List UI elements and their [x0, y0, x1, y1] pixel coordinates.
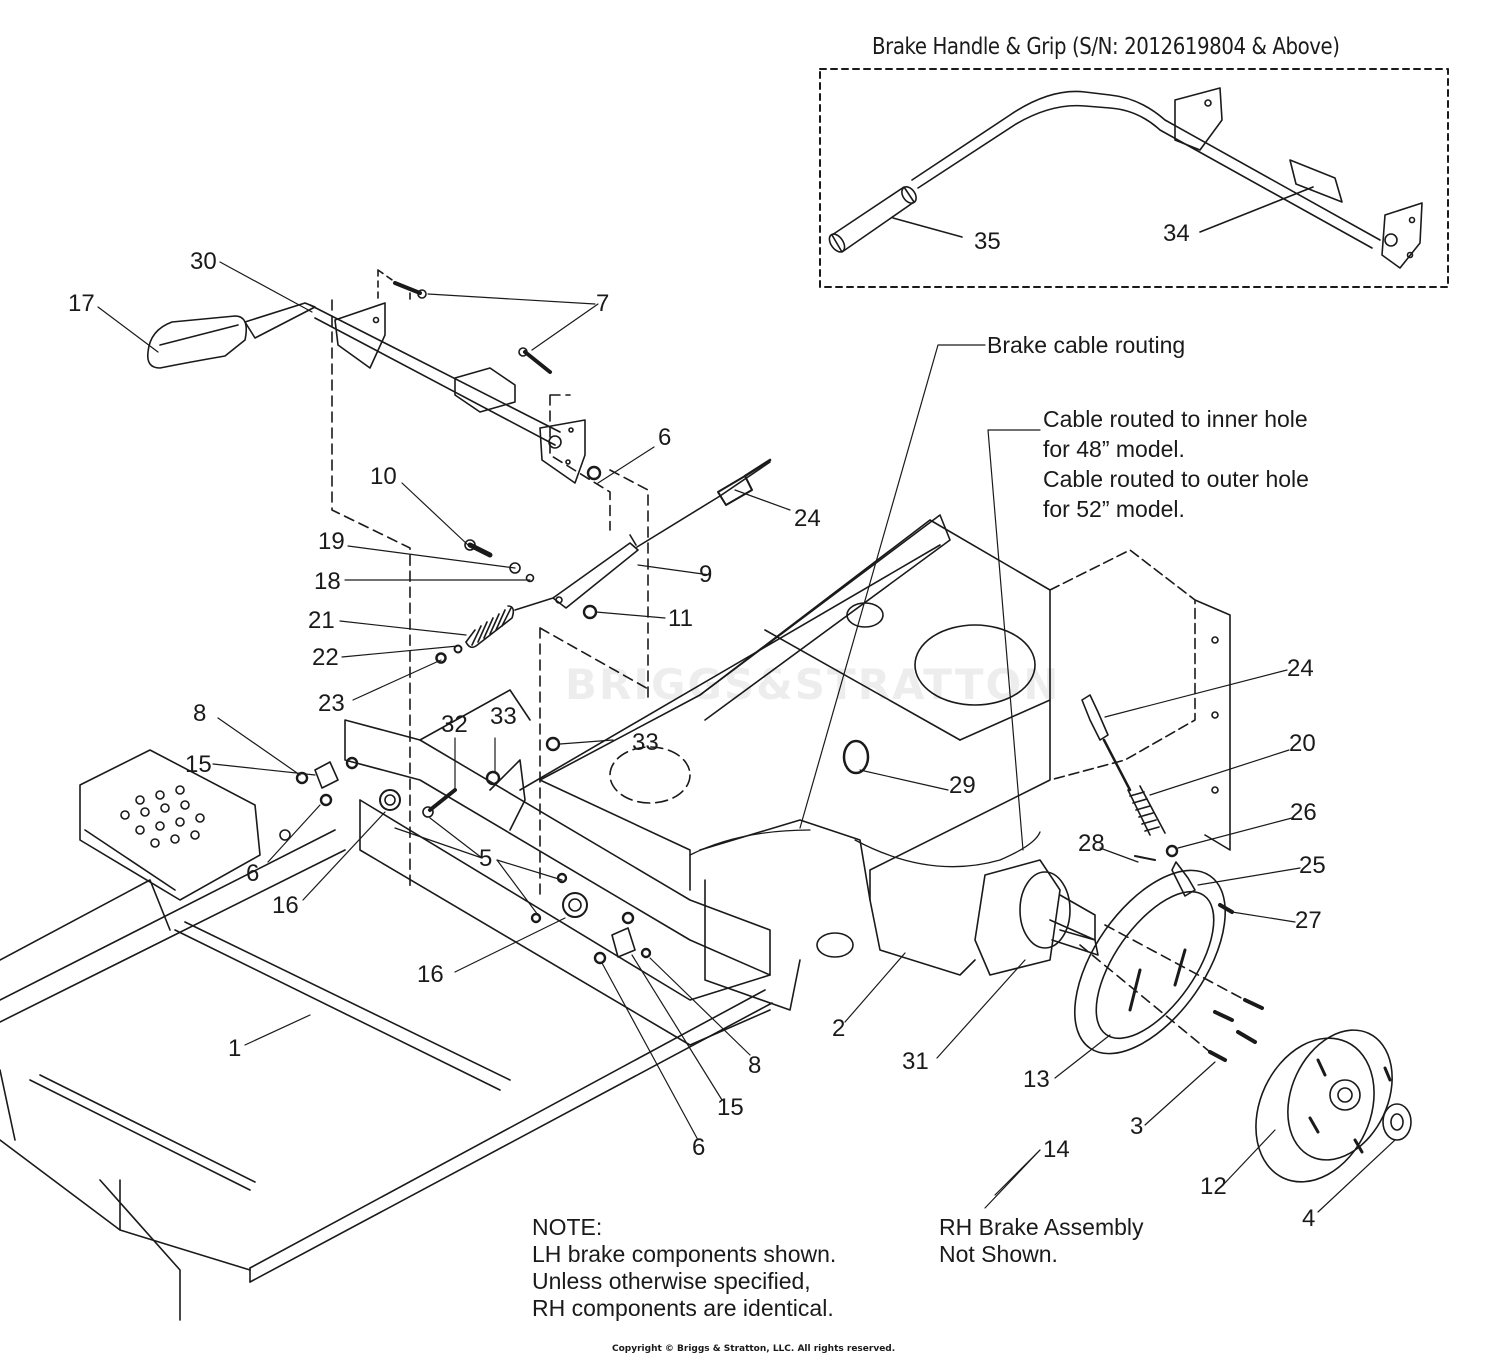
callout-26: 26	[1290, 799, 1317, 826]
link-9	[552, 542, 639, 609]
callout-6-left: 6	[246, 860, 260, 887]
grip-17	[146, 315, 248, 369]
callout-10: 10	[370, 463, 397, 490]
callout-6-bottom: 6	[692, 1134, 706, 1161]
callout-29: 29	[949, 772, 976, 799]
inset-dashed-border	[819, 68, 1449, 288]
callout-33-left: 33	[490, 703, 517, 730]
callout-13: 13	[1023, 1066, 1050, 1093]
callout-31: 31	[902, 1048, 929, 1075]
brake-handle-34	[911, 87, 1423, 269]
callout-16-left: 16	[272, 892, 299, 919]
callout-15-right: 15	[717, 1094, 744, 1121]
brake-lever-assembly	[146, 269, 651, 901]
callout-11: 11	[668, 605, 693, 632]
callout-6-top: 6	[658, 424, 672, 451]
leader-34	[1199, 186, 1314, 233]
cable-routing-note: Cable routed to inner hole for 48” model…	[1043, 404, 1309, 524]
pivot-hardware	[279, 736, 652, 965]
callout-3: 3	[1130, 1113, 1144, 1140]
inset-title: Brake Handle & Grip (S/N: 2012619804 & A…	[872, 34, 1340, 60]
callout-7: 7	[596, 290, 610, 317]
callout-12: 12	[1200, 1173, 1227, 1200]
callout-34: 34	[1163, 220, 1190, 247]
copyright: Copyright © Briggs & Stratton, LLC. All …	[612, 1344, 896, 1354]
callout-8-right: 8	[748, 1052, 762, 1079]
cable-note-line: Cable routed to inner hole	[1043, 406, 1308, 432]
callout-4: 4	[1302, 1205, 1316, 1232]
callout-8-left: 8	[193, 700, 207, 727]
brake-assembly	[1049, 694, 1412, 1183]
cable-end-24	[1081, 694, 1109, 741]
callout-2: 2	[832, 1015, 846, 1042]
cable-note-line: Cable routed to outer hole	[1043, 466, 1309, 492]
callout-33-right: 33	[632, 729, 659, 756]
brake-linkage	[435, 458, 772, 664]
callout-32: 32	[441, 711, 468, 738]
callout-30: 30	[190, 248, 217, 275]
cable-note-line: for 48” model.	[1043, 436, 1185, 462]
callout-27: 27	[1295, 907, 1322, 934]
leader-35	[892, 217, 963, 238]
callout-17: 17	[68, 290, 95, 317]
callout-1: 1	[228, 1035, 242, 1062]
callout-18: 18	[314, 568, 341, 595]
callout-9: 9	[699, 561, 713, 588]
grip-35	[828, 186, 917, 253]
callout-22: 22	[312, 644, 339, 671]
callout-5: 5	[479, 845, 493, 872]
callout-21: 21	[308, 607, 335, 634]
callout-20: 20	[1289, 730, 1316, 757]
callout-23: 23	[318, 690, 345, 717]
note-line: RH Brake Assembly	[939, 1214, 1144, 1240]
note-line: Not Shown.	[939, 1241, 1058, 1267]
callout-24-right: 24	[1287, 655, 1314, 682]
callout-28: 28	[1078, 830, 1105, 857]
callout-15-left: 15	[185, 751, 212, 778]
watermark: BRIGGS&STRATTON	[565, 660, 1061, 709]
brake-shoe-plate-13	[1073, 869, 1227, 1055]
brake-cable-routing-label: Brake cable routing	[987, 332, 1186, 358]
spring-21	[465, 597, 554, 649]
note-heading: NOTE:	[532, 1214, 603, 1240]
inset-brake-handle	[819, 68, 1449, 288]
rh-brake-note: RH Brake Assembly Not Shown.	[939, 1214, 1144, 1268]
callout-35: 35	[974, 228, 1001, 255]
cable-note-line: for 52” model.	[1043, 496, 1185, 522]
lh-components-note: NOTE: LH brake components shown. Unless …	[532, 1214, 836, 1322]
note-line: LH brake components shown.	[532, 1241, 837, 1267]
callout-19: 19	[318, 528, 345, 555]
leader-lines	[97, 261, 1396, 1213]
frame-1	[0, 514, 1231, 1321]
callout-24-top: 24	[794, 505, 821, 532]
brake-drum-12	[1255, 1037, 1375, 1183]
callout-25: 25	[1299, 852, 1326, 879]
callout-16-center: 16	[417, 961, 444, 988]
callout-14: 14	[1043, 1136, 1070, 1163]
note-line: RH components are identical.	[532, 1295, 834, 1321]
note-line: Unless otherwise specified,	[532, 1268, 811, 1294]
spring-20	[1127, 785, 1166, 836]
